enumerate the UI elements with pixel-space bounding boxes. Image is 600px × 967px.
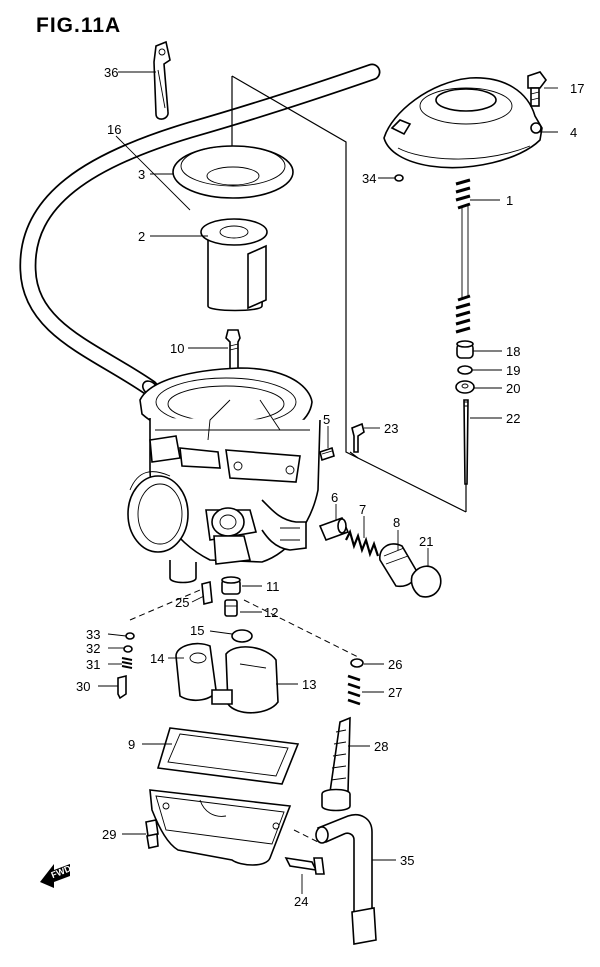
float-bowl-part [149,789,292,866]
screw-17-part [527,71,547,107]
callout-5: 5 [323,412,330,427]
drain-hose-part [315,814,377,945]
callout-7: 7 [359,502,366,517]
callout-33: 33 [86,627,100,642]
screw-24-part [284,856,325,875]
callout-32: 32 [86,641,100,656]
spring-27-part [347,674,361,706]
callout-34: 34 [362,171,376,186]
screw-29-part [145,819,159,849]
boot-21-part [410,565,442,598]
screw-25-part [201,580,213,606]
diaphragm-part [172,145,294,199]
o-ring-33-part [125,632,135,640]
washer-20-part [455,380,475,394]
callout-28: 28 [374,739,388,754]
leader-lines [98,71,558,894]
o-ring-15-part [231,629,253,643]
gasket-9-part [156,727,300,785]
callout-15: 15 [190,623,204,638]
washer-32-part [123,645,133,653]
screw-5-part [319,446,335,462]
callout-17: 17 [570,81,584,96]
callout-6: 6 [331,490,338,505]
plunger-6-part [318,516,350,542]
spring-7-part [345,528,380,558]
callout-14: 14 [150,651,164,666]
o-ring-34-part [394,174,404,182]
callout-23: 23 [384,421,398,436]
needle-holder-18-part [456,340,474,359]
jet-needle-part [463,399,469,485]
callout-31: 31 [86,657,100,672]
callout-21: 21 [419,534,433,549]
callout-4: 4 [570,125,577,140]
pin-23-part [351,422,365,453]
callout-8: 8 [393,515,400,530]
fitting-11-part [221,576,241,595]
clip-bracket-part [153,40,171,120]
callout-18: 18 [506,344,520,359]
carburetor-body-part [127,367,321,584]
clip-19-part [457,365,473,375]
callout-26: 26 [388,657,402,672]
hose-part [19,63,381,397]
callout-12: 12 [264,605,278,620]
callout-20: 20 [506,381,520,396]
callout-36: 36 [104,65,118,80]
top-cap-part [383,77,543,169]
callout-9: 9 [128,737,135,752]
spring-1-part [455,178,471,334]
float-14-part [175,642,217,702]
callout-2: 2 [138,229,145,244]
callout-3: 3 [138,167,145,182]
jet-12-part [224,599,238,617]
callout-22: 22 [506,411,520,426]
callout-1: 1 [506,193,513,208]
o-ring-26-part [350,658,364,668]
callout-30: 30 [76,679,90,694]
callout-11: 11 [266,579,280,594]
callout-29: 29 [102,827,116,842]
callout-13: 13 [302,677,316,692]
screw-30-part [117,674,127,700]
callout-10: 10 [170,341,184,356]
callout-27: 27 [388,685,402,700]
spring-31-part [121,657,133,669]
callout-35: 35 [400,853,414,868]
float-13-part [211,646,279,714]
callout-24: 24 [294,894,308,909]
slide-piston-part [200,218,268,312]
forward-arrow-icon [40,864,70,888]
callout-19: 19 [506,363,520,378]
callout-16: 16 [107,122,121,137]
figure-title: FIG.11A [36,14,122,37]
screw-28-part [321,716,351,812]
callout-25: 25 [175,595,189,610]
